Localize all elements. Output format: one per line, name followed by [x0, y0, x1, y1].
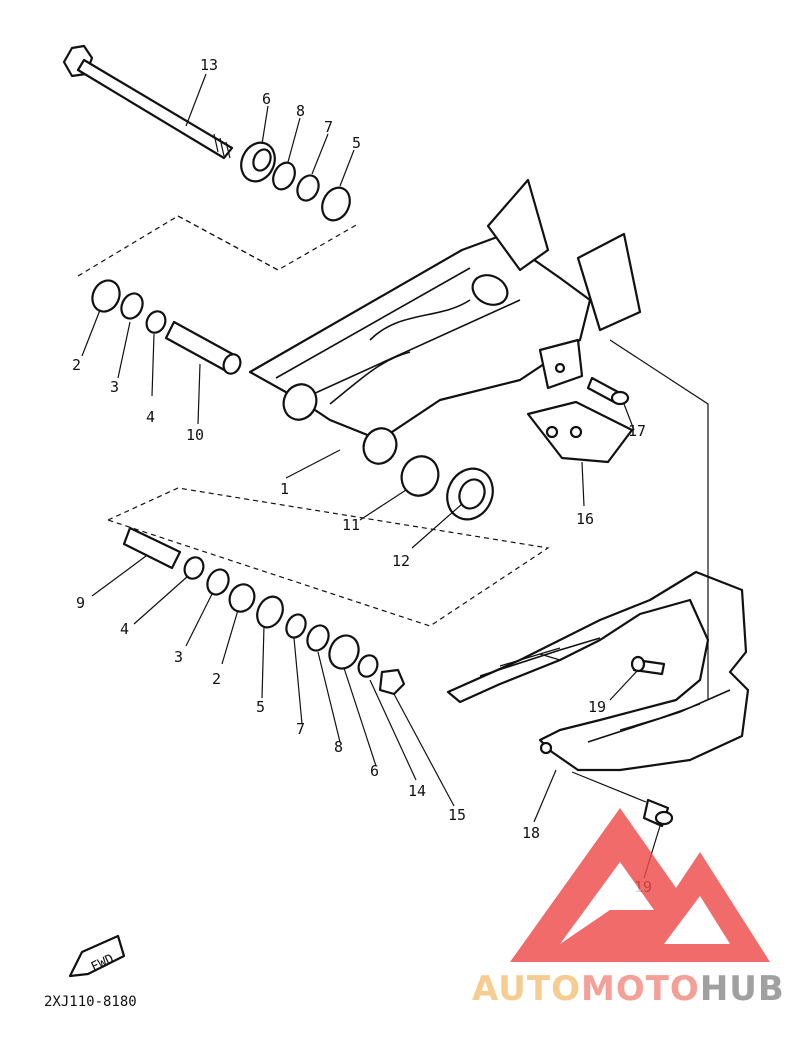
- callout-6-lower: 6: [370, 762, 379, 780]
- callout-6: 6: [262, 90, 271, 108]
- swing-arm-part: [248, 178, 642, 465]
- callout-2: 2: [72, 356, 81, 374]
- callout-2-lower: 2: [212, 670, 221, 688]
- callout-14: 14: [408, 782, 426, 800]
- bolt-17-part: [586, 376, 630, 406]
- leader-lines: [81, 73, 661, 879]
- callout-19-upper: 19: [588, 698, 606, 716]
- callout-9: 9: [76, 594, 85, 612]
- fwd-arrow-icon: [68, 934, 126, 978]
- callout-5: 5: [352, 134, 361, 152]
- callout-7-lower: 7: [296, 720, 305, 738]
- callout-labels: 13 6 8 7 5 2 3 4 10 1 17 16 11 12 9 4 3 …: [72, 56, 652, 896]
- pivot-shaft-part: [62, 44, 234, 160]
- callout-13: 13: [200, 56, 218, 74]
- seal-11-12-part: [400, 455, 494, 521]
- callout-7: 7: [324, 118, 333, 136]
- callout-17: 17: [628, 422, 646, 440]
- callout-15: 15: [448, 806, 466, 824]
- footrest-part: [446, 570, 750, 772]
- callout-3-lower: 3: [174, 648, 183, 666]
- callout-11: 11: [342, 516, 360, 534]
- callout-3: 3: [110, 378, 119, 396]
- watermark: AUTOMOTOHUB: [472, 808, 785, 1009]
- callout-4-lower: 4: [120, 620, 129, 638]
- callout-18: 18: [522, 824, 540, 842]
- bolt-19-lower-part: [642, 798, 674, 828]
- callout-8: 8: [296, 102, 305, 120]
- lower-bearings-part: [122, 526, 406, 696]
- watermark-logo-icon: [510, 808, 770, 962]
- callout-10: 10: [186, 426, 204, 444]
- callout-8-lower: 8: [334, 738, 343, 756]
- left-upper-bearings-part: [91, 279, 242, 375]
- diagram-code: 2XJ110-8180: [44, 994, 137, 1010]
- upper-bushings-part: [240, 141, 351, 222]
- callout-4: 4: [146, 408, 155, 426]
- bolt-19-upper-part: [630, 655, 666, 676]
- callout-16: 16: [576, 510, 594, 528]
- callout-1: 1: [280, 480, 289, 498]
- callout-12: 12: [392, 552, 410, 570]
- watermark-text: AUTOMOTOHUB: [472, 969, 785, 1009]
- parts-layer: [62, 44, 750, 978]
- callout-5-lower: 5: [256, 698, 265, 716]
- chain-guide-part: [526, 400, 634, 464]
